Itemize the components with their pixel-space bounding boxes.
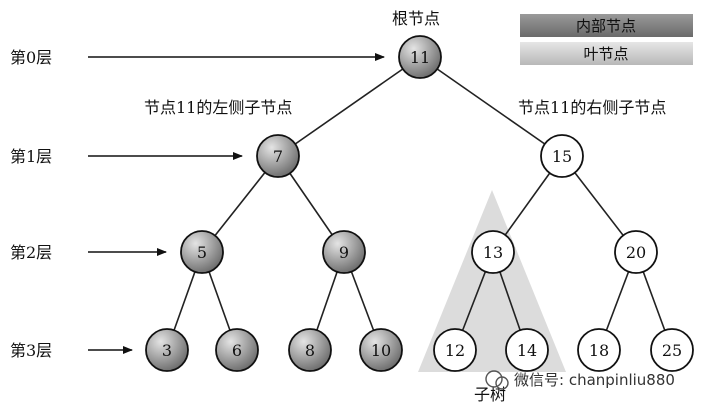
legend: 内部节点 叶节点: [520, 14, 693, 65]
node-value: 8: [305, 341, 315, 360]
leaf-node-circle: [614, 230, 658, 274]
node-value: 18: [589, 341, 609, 360]
tree-node: 6: [215, 328, 259, 372]
level-2-label: 第2层: [10, 243, 52, 262]
internal-node-circle: [256, 134, 300, 178]
tree-node: 5: [180, 230, 224, 274]
node-value: 3: [162, 341, 172, 360]
leaf-node-circle: [505, 328, 549, 372]
node-value: 13: [483, 243, 503, 262]
level-3-label: 第3层: [10, 341, 52, 360]
internal-node-circle: [180, 230, 224, 274]
internal-node-circle: [359, 328, 403, 372]
tree-node: 7: [256, 134, 300, 178]
edge-11-15: [419, 56, 563, 157]
node-value: 25: [662, 341, 682, 360]
watermark-text: 微信号: chanpinliu880: [514, 371, 675, 389]
leaf-node-circle: [577, 328, 621, 372]
level-arrows: [88, 53, 385, 354]
tree-node: 14: [505, 328, 549, 372]
level-1-label: 第1层: [10, 147, 52, 166]
tree-node: 20: [614, 230, 658, 274]
leaf-node-circle: [650, 328, 694, 372]
node-value: 6: [232, 341, 242, 360]
wechat-icon-bubble: [495, 376, 509, 390]
internal-node-circle: [288, 328, 332, 372]
tree-nodes: 11 7 15 5 9 13 20 3 6 8 10 12 14 18 25: [145, 35, 694, 372]
tree-node: 18: [577, 328, 621, 372]
edge-11-7: [277, 56, 421, 157]
right-subtree-label: 节点11的右侧子节点: [518, 98, 666, 117]
node-value: 9: [339, 243, 349, 262]
tree-node: 15: [540, 134, 584, 178]
node-value: 7: [273, 147, 283, 166]
node-value: 5: [197, 243, 207, 262]
node-value: 15: [552, 147, 572, 166]
leaf-node-circle: [540, 134, 584, 178]
left-subtree-label: 节点11的左侧子节点: [144, 98, 292, 117]
node-value: 12: [445, 341, 465, 360]
tree-node: 13: [471, 230, 515, 274]
level-0-label: 第0层: [10, 48, 52, 67]
watermark: 微信号: chanpinliu880: [485, 370, 675, 390]
root-label: 根节点: [392, 9, 440, 28]
internal-node-circle: [398, 35, 442, 79]
tree-node: 12: [433, 328, 477, 372]
tree-node: 25: [650, 328, 694, 372]
node-value: 20: [626, 243, 646, 262]
tree-node: 8: [288, 328, 332, 372]
internal-node-circle: [322, 230, 366, 274]
node-value: 10: [371, 341, 391, 360]
tree-node: 9: [322, 230, 366, 274]
tree-node: 3: [145, 328, 189, 372]
leaf-node-circle: [471, 230, 515, 274]
legend-internal-label: 内部节点: [576, 17, 636, 35]
node-value: 14: [517, 341, 537, 360]
legend-leaf-label: 叶节点: [583, 45, 628, 63]
legend-internal-swatch: [520, 14, 693, 37]
wechat-icon: [485, 370, 503, 388]
subtree-triangle: [418, 190, 566, 372]
node-value: 11: [410, 48, 430, 67]
subtree-label: 子树: [474, 385, 506, 404]
legend-leaf-swatch: [520, 42, 693, 65]
internal-node-circle: [215, 328, 259, 372]
tree-node: 11: [398, 35, 442, 79]
internal-node-circle: [145, 328, 189, 372]
tree-node: 10: [359, 328, 403, 372]
leaf-node-circle: [433, 328, 477, 372]
